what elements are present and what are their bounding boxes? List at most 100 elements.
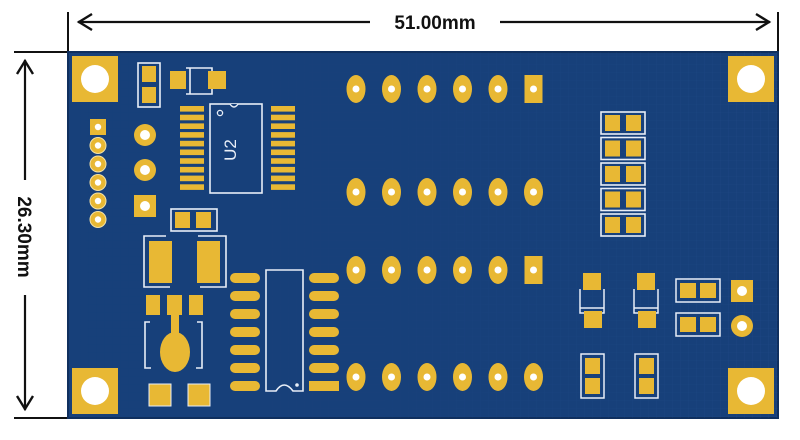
drill-hole <box>459 373 466 381</box>
smd-pad <box>700 317 716 332</box>
drill-hole <box>737 321 747 331</box>
bottom-right-smd <box>579 273 753 399</box>
smd-pad <box>605 217 620 233</box>
drill-hole <box>94 123 102 131</box>
drill-hole <box>494 373 502 381</box>
mounting-hole <box>81 65 109 93</box>
smd-pad <box>585 378 600 394</box>
drill-hole <box>530 188 537 196</box>
smd-pad <box>585 358 600 374</box>
drill-hole <box>737 286 747 296</box>
u2-pad-right <box>271 114 295 121</box>
soic-pad-right <box>309 363 339 373</box>
height-dimension: 26.30mm <box>13 51 68 419</box>
dip-headers <box>346 75 543 391</box>
small-header <box>89 119 107 228</box>
smd-pad <box>680 317 696 332</box>
smd-pad <box>626 166 641 182</box>
width-label: 51.00mm <box>394 13 475 34</box>
u2-pad-left <box>180 175 204 182</box>
smd-pad <box>187 383 211 407</box>
soic-pad-left <box>230 327 260 337</box>
drill-hole <box>388 373 395 381</box>
soic-pad-left <box>230 381 260 391</box>
u2-pad-left <box>180 158 204 164</box>
arrow-down-icon <box>15 395 35 412</box>
drill-hole <box>388 266 395 274</box>
smd-pad <box>170 71 186 89</box>
mounting-hole <box>81 377 109 405</box>
mounting-holes <box>72 56 774 414</box>
silk-outline <box>600 187 646 212</box>
drill-hole <box>140 201 150 211</box>
arrow-left-icon <box>76 12 93 32</box>
drill-hole <box>423 85 431 93</box>
drill-hole <box>140 130 150 140</box>
drill-hole <box>94 216 102 223</box>
drill-hole <box>494 85 502 93</box>
smd-pad <box>196 212 211 228</box>
silk-outline <box>634 353 659 399</box>
drill-hole <box>494 188 502 196</box>
smd-pad-large <box>149 241 172 283</box>
pin1-marker <box>295 383 299 387</box>
silk-outline <box>143 235 170 288</box>
mounting-hole <box>737 377 765 405</box>
soic-pad-left <box>230 363 260 373</box>
drill-hole <box>530 85 537 93</box>
silk-outline <box>580 353 605 399</box>
soic-pad-right <box>309 273 339 283</box>
soic-pad-right <box>309 309 339 319</box>
silk-outline <box>675 278 721 303</box>
crystal-pad <box>160 332 190 372</box>
silk-outline <box>600 162 646 186</box>
left-through-hole-pads <box>134 124 156 217</box>
u2-pad-left <box>180 132 204 138</box>
u2-pad-right <box>271 175 295 182</box>
smd-pad <box>680 283 696 298</box>
u2-pad-right <box>271 184 295 190</box>
drill-hole <box>94 197 102 205</box>
drill-hole <box>352 266 360 274</box>
smd-pad <box>626 217 641 233</box>
soic-pad-left <box>230 291 260 301</box>
smd-pad <box>700 283 716 298</box>
drill-hole <box>140 165 150 175</box>
soic-pad-right <box>309 291 339 301</box>
smd-pad <box>605 166 620 182</box>
u2-pad-right <box>271 132 295 138</box>
drill-hole <box>352 188 360 196</box>
smd-pad <box>626 115 641 131</box>
regulator-area <box>143 208 227 407</box>
smd-pad <box>639 378 654 394</box>
u2-pad-right <box>271 149 295 156</box>
u2-label: U2 <box>221 139 240 161</box>
width-dimension: 51.00mm <box>67 12 779 52</box>
u2-pad-right <box>271 106 295 112</box>
u2-chip: U2 <box>180 103 295 194</box>
pin1-marker <box>216 109 224 117</box>
drill-hole <box>423 188 431 196</box>
smd-pad <box>639 358 654 374</box>
u2-pad-left <box>180 140 204 147</box>
drill-hole <box>530 373 537 381</box>
smd-pad <box>605 140 620 157</box>
u2-pad-left <box>180 123 204 129</box>
u2-pad-right <box>271 140 295 147</box>
top-left-smd <box>137 62 226 108</box>
drill-hole <box>352 85 360 93</box>
smd-pad-large <box>197 241 220 283</box>
smd-pad <box>583 273 601 290</box>
silk-outline <box>198 235 227 288</box>
drill-hole <box>94 142 102 149</box>
soic-pad-right <box>309 327 339 337</box>
smd-pad <box>605 115 620 131</box>
drill-hole <box>388 85 395 93</box>
smd-pad <box>605 191 620 208</box>
soic-pad-left <box>230 273 260 283</box>
smd-pad <box>142 87 156 103</box>
drill-hole <box>94 160 102 168</box>
smd-pad <box>175 212 190 228</box>
mounting-hole <box>737 65 765 93</box>
